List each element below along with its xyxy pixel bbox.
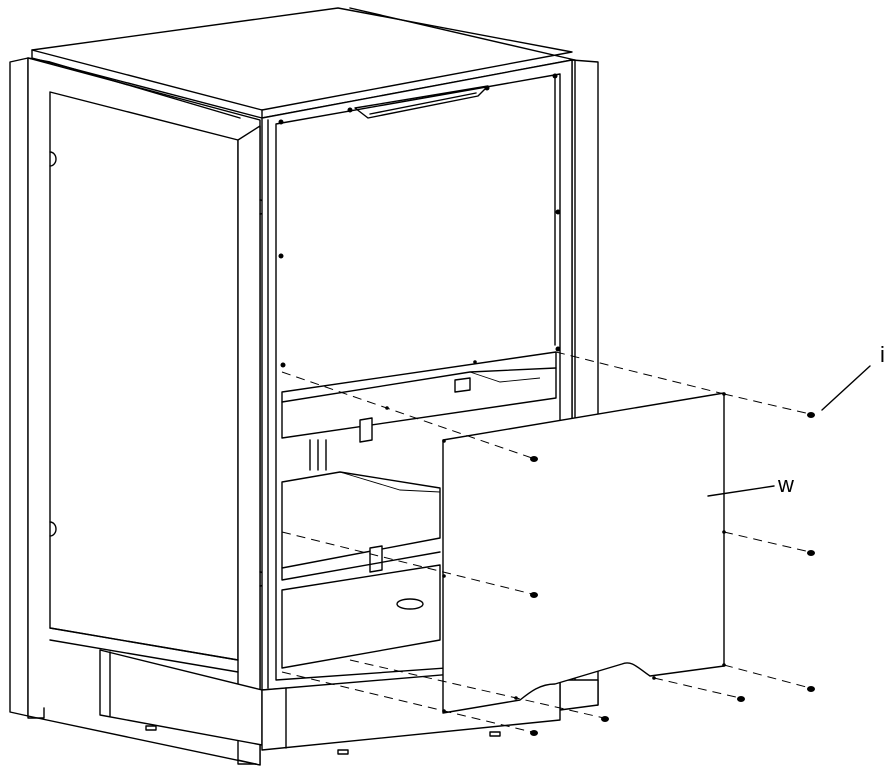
interior-shelves [281,351,557,669]
screw-callout-label: i [880,342,885,367]
screw-icon [737,696,745,702]
screw-icon [807,412,815,418]
screw-icon [530,730,538,736]
callouts: i w [707,342,885,497]
left-frame [9,57,266,766]
screw-icon [601,716,609,722]
screw-icon [530,592,538,598]
screws [530,412,815,736]
alignment-lines [281,351,811,733]
screw-icon [530,456,538,462]
back-panel-w [442,392,726,714]
panel-callout-label: w [777,472,794,497]
screw-leader-line [821,365,871,411]
panel-leader-line [707,485,775,497]
screw-icon [807,686,815,692]
screw-icon [807,550,815,556]
